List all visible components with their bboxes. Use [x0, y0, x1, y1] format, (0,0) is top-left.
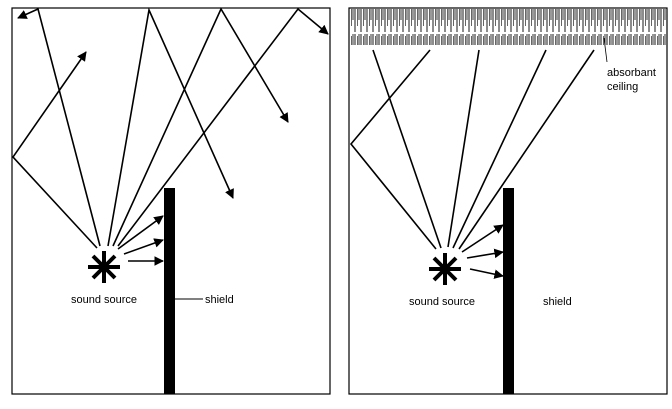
absorbent-ceiling [350, 9, 666, 45]
panel-reflective-ceiling: sound source shield [11, 7, 331, 395]
sound-ray [112, 7, 289, 247]
sound-ray [447, 49, 480, 248]
sound-ray [117, 215, 164, 250]
ceiling-leader-line [603, 37, 608, 63]
ceiling-label-line2: ceiling [607, 81, 638, 93]
ceiling-label-line1: absorbant [607, 67, 656, 79]
sound-source-icon [429, 253, 461, 285]
sound-ray [17, 7, 101, 247]
shield-label: shield [205, 294, 234, 306]
shield-label: shield [543, 296, 572, 308]
sound-ray [107, 7, 234, 247]
sound-ray [349, 49, 437, 250]
sound-source-label: sound source [71, 294, 137, 306]
sound-ray [372, 49, 442, 249]
sound-source-label: sound source [409, 296, 475, 308]
shield [164, 188, 175, 394]
sound-ray [458, 49, 595, 250]
sound-ray [11, 51, 98, 249]
panel-absorbent-ceiling: sound source shield absorbant ceiling [348, 7, 668, 395]
sound-ray [123, 238, 164, 255]
sound-ray [117, 7, 329, 247]
sound-ray [469, 268, 504, 279]
sound-ray [452, 49, 547, 249]
shield [503, 188, 514, 394]
sound-source-icon [88, 251, 120, 283]
sound-ray [466, 248, 504, 259]
sound-ray [461, 224, 504, 253]
